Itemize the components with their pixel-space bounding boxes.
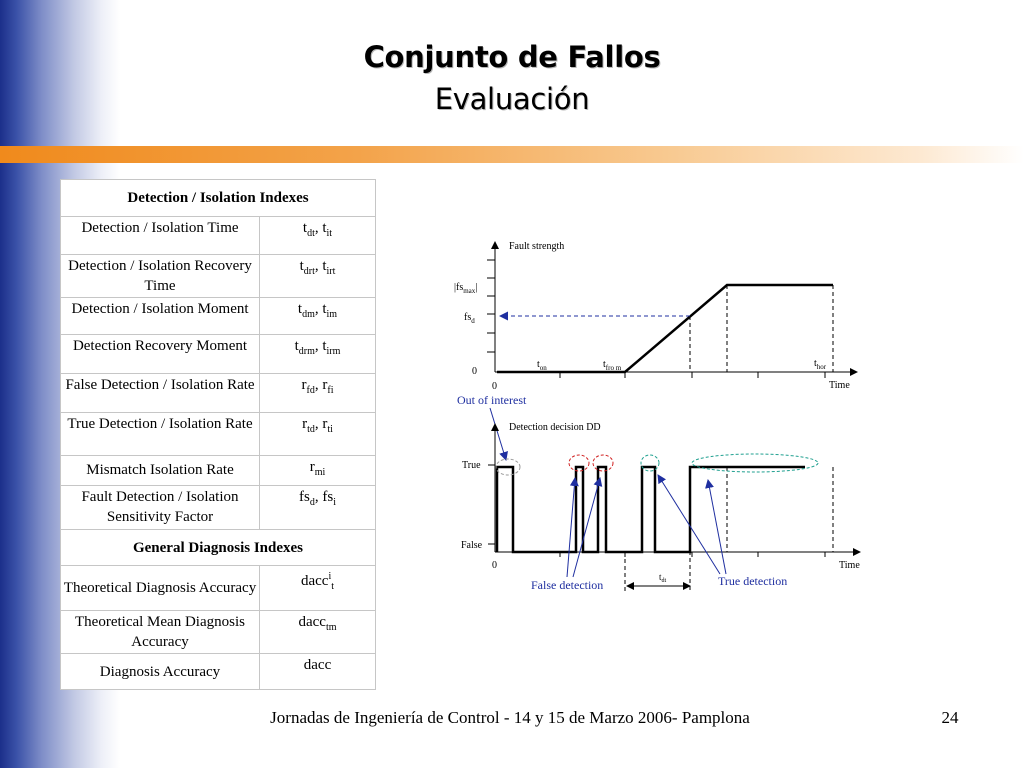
true-detection-arrow-2 (705, 479, 727, 575)
slide-title: Conjunto de Fallos (363, 40, 661, 74)
index-name: Diagnosis Accuracy (60, 653, 260, 690)
true-detection-circle-1 (640, 454, 660, 472)
index-name: False Detection / Isolation Rate (60, 373, 260, 413)
index-symbol: fsd, fsi (259, 484, 376, 531)
out-of-interest-label: Out of interest (457, 393, 527, 407)
orange-divider-band (0, 146, 1024, 163)
true-detection-arrow-1 (657, 474, 721, 575)
true-label: True (462, 460, 481, 471)
false-detection-circle-1 (568, 454, 590, 472)
index-name: Detection Recovery Moment (60, 333, 260, 375)
out-of-interest-circle (495, 458, 521, 476)
index-symbol: tdt, tit (259, 216, 376, 255)
top-plot: Fault strength |fsmax| fsd 0 0 Time ton … (454, 241, 858, 392)
footer-text: Jornadas de Ingeniería de Control - 14 y… (270, 708, 750, 727)
index-name: Theoretical Diagnosis Accuracy (60, 565, 260, 611)
true-detection-label: True detection (718, 574, 787, 588)
top-x-zero: 0 (492, 381, 497, 392)
bottom-plot: Detection decision DD True False 0 Time … (461, 422, 861, 592)
label-t-dt: tdt (659, 572, 667, 584)
false-detection-arrow-1 (566, 477, 579, 578)
out-of-interest-arrow (489, 407, 508, 461)
slide-subtitle: Evaluación (434, 82, 590, 116)
top-y-title: Fault strength (509, 241, 564, 252)
false-label: False (461, 540, 483, 551)
false-detection-label: False detection (531, 578, 603, 592)
top-x-title: Time (829, 380, 850, 391)
label-t-from: tfro m (603, 359, 622, 372)
label-t-on: ton (537, 359, 547, 372)
bottom-x-ticks (559, 552, 826, 557)
top-y-ticks (487, 259, 495, 353)
index-name: Detection / Isolation Moment (60, 297, 260, 335)
index-symbol: rfd, rfi (259, 373, 376, 413)
detection-decision-signal (495, 465, 805, 554)
index-name: Mismatch Isolation Rate (60, 455, 260, 486)
false-detection-arrow-2 (572, 477, 603, 578)
index-symbol: daccit (259, 565, 376, 611)
index-symbol: tdrm, tirm (259, 333, 376, 375)
top-y-zero: 0 (472, 366, 477, 377)
section-header-general-diagnosis: General Diagnosis Indexes (60, 529, 376, 567)
index-name: Fault Detection / Isolation Sensitivity … (60, 484, 260, 531)
index-symbol: rmi (259, 455, 376, 486)
false-detection-circle-2 (592, 454, 614, 472)
bottom-x-zero: 0 (492, 560, 497, 571)
label-fsd: fsd (464, 312, 475, 325)
index-symbol: tdrt, tirt (259, 253, 376, 299)
index-name: Detection / Isolation Time (60, 216, 260, 255)
index-symbol: dacctm (259, 609, 376, 655)
fault-strength-signal (497, 283, 833, 374)
index-symbol: dacc (259, 653, 376, 690)
index-symbol: rtd, rti (259, 411, 376, 457)
page-number: 24 (941, 708, 959, 727)
bottom-y-ticks (488, 464, 495, 545)
label-t-hor: thor (814, 358, 827, 371)
section-header-detection-isolation: Detection / Isolation Indexes (60, 178, 376, 218)
index-symbol: tdm, tim (259, 297, 376, 335)
true-detection-circle-2 (691, 453, 819, 473)
bottom-y-title: Detection decision DD (509, 422, 601, 433)
index-name: Detection / Isolation Recovery Time (60, 253, 260, 299)
label-fsmax: |fsmax| (454, 282, 477, 295)
bottom-x-title: Time (839, 560, 860, 571)
table-row: Fault Detection / Isolation Sensitivity … (60, 484, 376, 531)
